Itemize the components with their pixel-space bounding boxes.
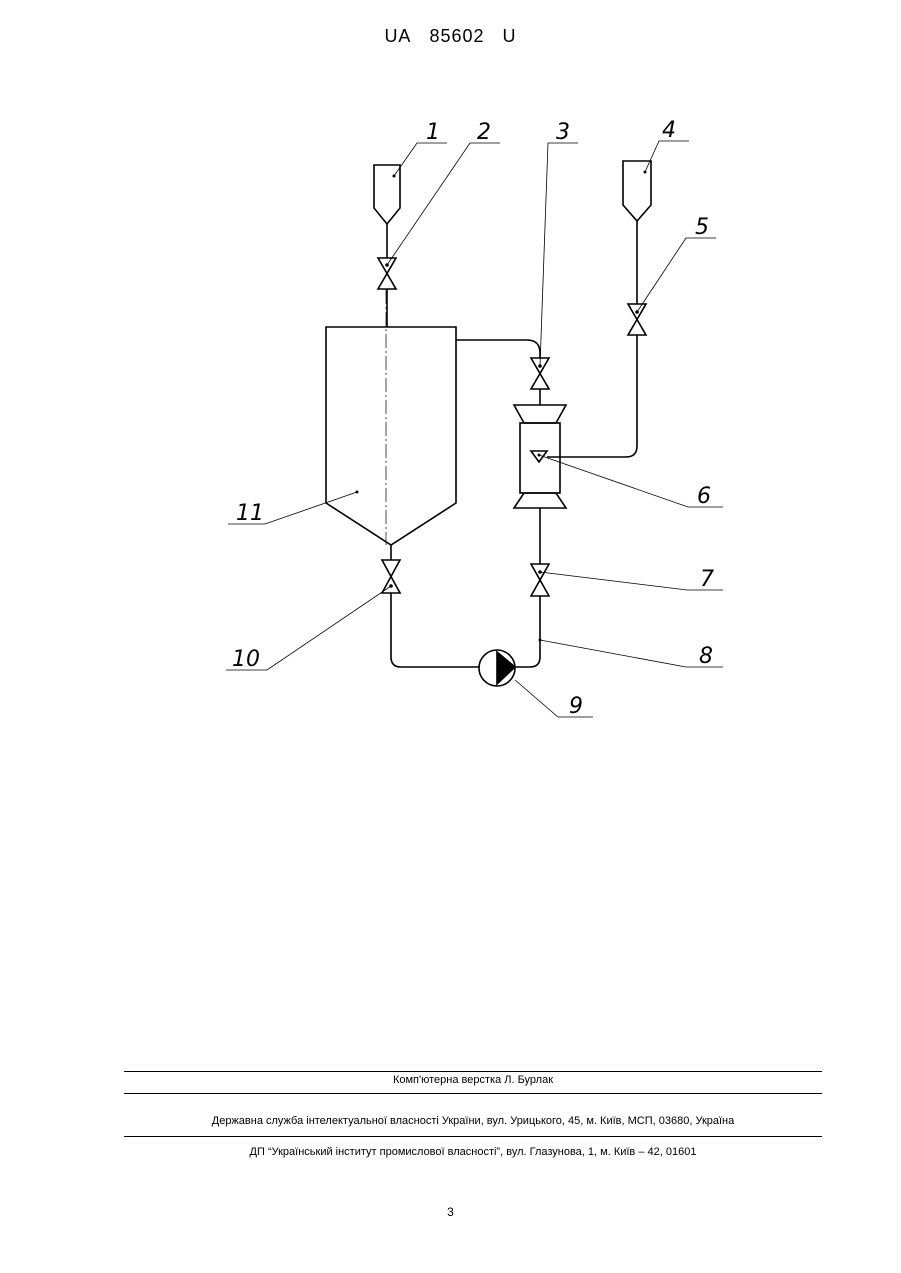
hopper-1 <box>374 165 400 224</box>
label-10: 10 <box>232 647 260 672</box>
footer-rule-middle <box>124 1093 822 1094</box>
process-diagram: 1 2 3 4 5 6 7 8 9 10 11 <box>0 0 901 760</box>
valve-2 <box>378 258 396 289</box>
footer-rule-top <box>124 1071 822 1072</box>
label-11: 11 <box>236 501 264 526</box>
valve-10 <box>382 560 400 593</box>
label-5: 5 <box>695 215 709 240</box>
footer-rule-bottom <box>124 1136 822 1137</box>
label-8: 8 <box>699 644 713 669</box>
label-1: 1 <box>426 120 440 145</box>
footer-layout-credit: Комп'ютерна верстка Л. Бурлак <box>124 1074 822 1086</box>
label-6: 6 <box>697 484 711 509</box>
tank-11 <box>326 327 456 545</box>
footer-institute: ДП “Український інститут промислової вла… <box>124 1146 822 1158</box>
valve-7 <box>531 564 549 596</box>
label-4: 4 <box>662 118 676 143</box>
pump-9 <box>479 650 515 686</box>
label-7: 7 <box>700 567 714 592</box>
footer-patent-office: Державна служба інтелектуальної власност… <box>124 1115 822 1127</box>
page-number: 3 <box>0 1205 901 1219</box>
valve-5 <box>628 304 646 335</box>
label-2: 2 <box>477 120 491 145</box>
label-3: 3 <box>556 120 570 145</box>
label-9: 9 <box>569 694 583 719</box>
hopper-4 <box>623 161 651 221</box>
